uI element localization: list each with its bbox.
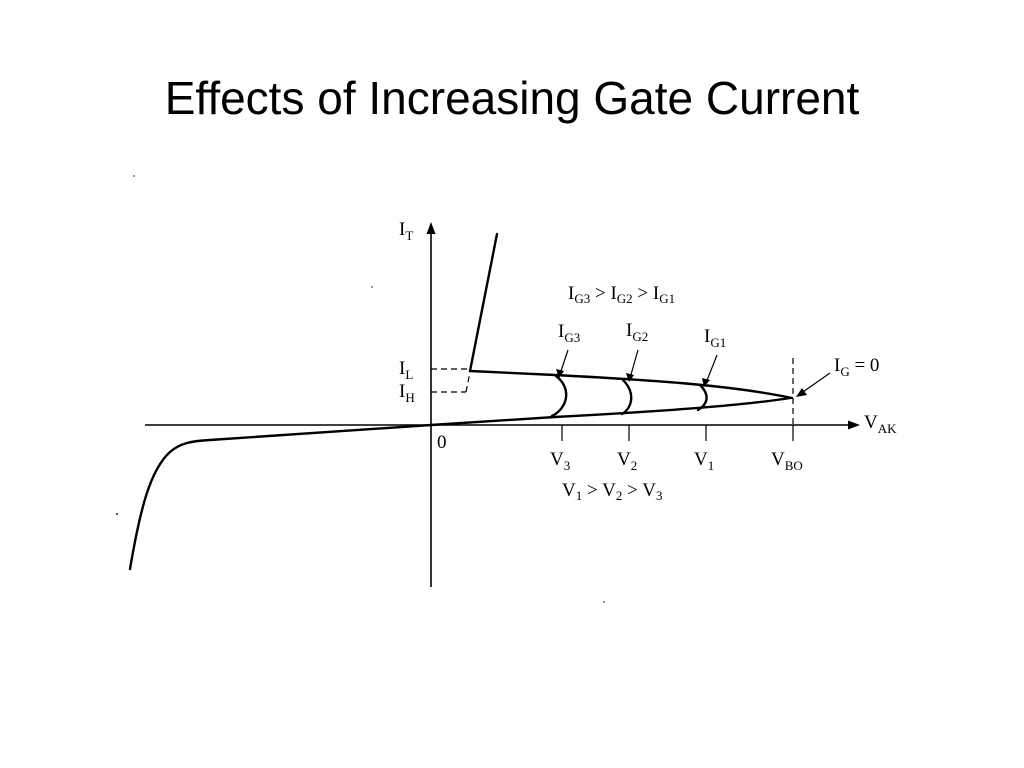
scan-speck [133, 175, 135, 177]
pointer-ig3 [559, 349, 569, 375]
holding-dashed-drop [465, 371, 471, 393]
pointer-ig2-arrowhead [626, 373, 634, 382]
voltage-label-v3: V3 [550, 449, 570, 473]
scan-speck [371, 286, 373, 288]
curve-label-ig1: IG1 [704, 326, 726, 350]
pointer-ig1-arrowhead [702, 378, 710, 387]
zero-gate-label: IG = 0 [834, 355, 879, 379]
origin-label: 0 [437, 432, 447, 453]
voltage-order: V1 > V2 > V3 [562, 480, 662, 503]
curve-label-ig2: IG2 [626, 320, 648, 344]
pointer-ig-zero-arrowhead [796, 388, 807, 397]
voltage-label-v1: V1 [694, 449, 714, 473]
scan-speck [603, 601, 605, 603]
gate-current-order: IG3 > IG2 > IG1 [568, 283, 675, 306]
pointer-ig-zero [799, 372, 831, 395]
latching-current-label: IL [399, 358, 413, 382]
pointer-ig1 [705, 354, 718, 384]
reverse-characteristic-curve [128, 423, 433, 571]
y-axis-label: IT [399, 219, 413, 243]
slide-title: Effects of Increasing Gate Current [164, 72, 860, 124]
pointer-ig3-arrowhead [556, 369, 564, 378]
on-state-line [468, 232, 499, 373]
horizontal-axis-arrow [848, 420, 860, 430]
forward-blocking-curve [429, 396, 792, 427]
scan-speck [115, 512, 119, 516]
holding-envelope-curve [468, 369, 794, 400]
pointer-ig2 [629, 349, 639, 379]
voltage-label-v2: V2 [617, 449, 637, 473]
switching-curve-ig1 [696, 383, 708, 412]
x-axis-label: VAK [864, 412, 897, 436]
voltage-label-vbo: VBO [771, 449, 803, 473]
vertical-axis-arrow [426, 222, 436, 234]
switching-curve-ig3 [550, 374, 568, 418]
switching-curve-ig2 [620, 378, 633, 416]
curve-label-ig3: IG3 [558, 321, 580, 345]
holding-current-label: IH [399, 381, 415, 405]
